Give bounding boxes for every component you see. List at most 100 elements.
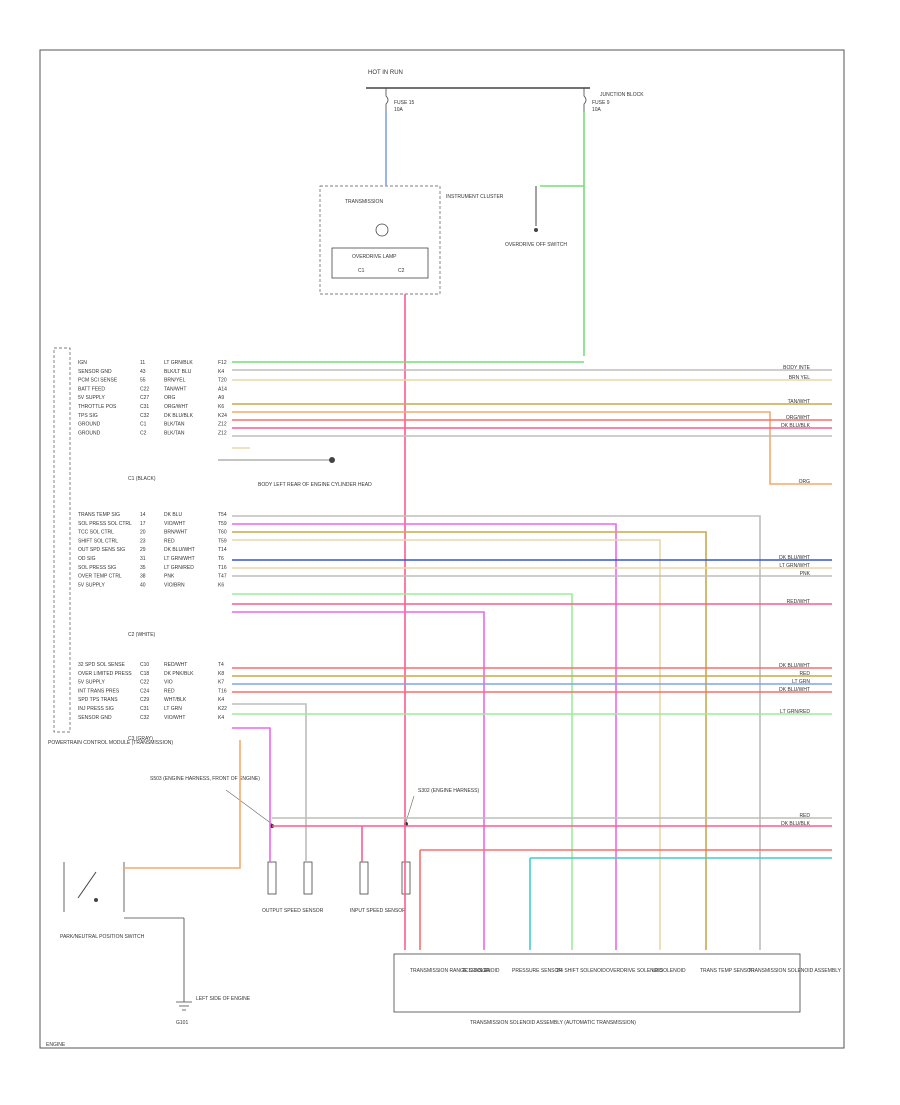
- pcm-c2-pin-circuit: T60: [218, 530, 227, 536]
- pcm-c3-pin-name: SPD TPS TRANS: [78, 697, 118, 703]
- right-label: DK BLU/WHT: [779, 555, 810, 561]
- pcm-c2-pin-pin: 40: [140, 582, 146, 588]
- trans-component-label: TRANSMISSION SOLENOID ASSEMBLY: [748, 968, 842, 974]
- harness-c2-wire: [232, 611, 485, 950]
- connector-c1: C1 (BLACK): [128, 476, 156, 482]
- pcm-c3-pin-circuit: K22: [218, 706, 227, 712]
- pcm-c1-pin-wire-color: BRN/YEL: [164, 378, 186, 384]
- pcm-pin-groups: C1 (BLACK) C2 (WHITE) C3 (GRAY) BODY LEF…: [128, 457, 372, 742]
- pcm-c3-pin-circuit: K8: [218, 671, 224, 677]
- right-label: DK BLU/BLK: [781, 821, 811, 827]
- connector-c2: C2 (WHITE): [128, 632, 156, 638]
- pcm-c3-pin-circuit: K7: [218, 680, 224, 686]
- footer-code: ENGINE: [46, 1042, 66, 1048]
- pcm-c2-pin-wire-color: LT GRN/RED: [164, 565, 194, 571]
- pcm-c2-pin-wire-color: DK BLU/WHT: [164, 547, 195, 553]
- pcm-c1-pin-wire-color: DK BLU/BLK: [164, 413, 194, 419]
- pcm-c1-pin-pin: C31: [140, 404, 149, 410]
- right-label: DK BLU/WHT: [779, 663, 810, 669]
- pcm-c3-pin-wire-color: RED: [164, 688, 175, 694]
- harness-c3-wire: [232, 703, 307, 862]
- pcm-c2-pin-circuit: T59: [218, 521, 227, 527]
- input-speed-sensor: INPUT SPEED SENSOR: [350, 861, 411, 914]
- pcm-c2-pin-wire-color: RED: [164, 538, 175, 544]
- pcm-c3-pin-wire-color: RED/WHT: [164, 662, 187, 668]
- pcm-c2-pin-circuit: T14: [218, 547, 227, 553]
- output-speed-sensor-label: OUTPUT SPEED SENSOR: [262, 908, 324, 914]
- trans-component-label: PRESSURE SENSOR: [512, 968, 562, 974]
- pcm-c3-pin-circuit: K4: [218, 715, 224, 721]
- input-speed-sensor-label: INPUT SPEED SENSOR: [350, 908, 406, 914]
- connector-c3: C3 (GRAY): [128, 736, 153, 742]
- transmission-assembly: TRANSMISSION SOLENOID ASSEMBLY (AUTOMATI…: [393, 953, 801, 1026]
- harness-c2-wire: [232, 539, 661, 950]
- pcm-outline: [53, 347, 71, 733]
- fuse-15-name: FUSE 15: [394, 100, 415, 106]
- pcm-c1-pin-pin: C32: [140, 413, 149, 419]
- od-switch-label: OVERDRIVE OFF SWITCH: [505, 242, 567, 248]
- pcm-c2-pin-circuit: T59: [218, 538, 227, 544]
- wiring-layer: [124, 112, 832, 950]
- trans-component-label: LR SOLENOID: [652, 968, 686, 974]
- pcm-c1-pin-wire-color: ORG: [164, 395, 176, 401]
- instrument-cluster: INSTRUMENT CLUSTER TRANSMISSION OVERDRIV…: [319, 185, 504, 295]
- wire-pns-feed: [124, 740, 241, 869]
- pcm-c3-pin-wire-color: DK PNK/BLK: [164, 671, 194, 677]
- cluster-pin-1: C1: [358, 268, 365, 274]
- pcm-c3-pin-circuit: T16: [218, 688, 227, 694]
- pcm-c1-pin-circuit: K6: [218, 404, 224, 410]
- pcm-c2-pin-name: OD SIG: [78, 556, 96, 562]
- pcm-c2-pin-pin: 20: [140, 530, 146, 536]
- fuse-15: FUSE 15 10A: [385, 88, 415, 113]
- input-speed-sensor-body: [359, 861, 369, 895]
- pcm-c1-pin-circuit: A9: [218, 395, 224, 401]
- diagram-frame: [39, 49, 845, 1049]
- right-label: DK BLU/BLK: [781, 423, 811, 429]
- ground-icon: [176, 1001, 192, 1011]
- pcm-c2-pin-name: SOL PRESS SIG: [78, 565, 116, 571]
- pcm-c3-pin-pin: C32: [140, 715, 149, 721]
- input-speed-sensor-body-2: [401, 861, 411, 895]
- pcm-ground-point: [329, 457, 335, 463]
- wire-fuse9-odswitch: [540, 112, 585, 187]
- pcm-c3-pin-name: OVER LIMITED PRESS: [78, 671, 132, 677]
- pcm-c1-pin-name: THROTTLE POS: [78, 404, 117, 410]
- right-label: PNK: [800, 571, 811, 577]
- pcm-c2-pin-wire-color: LT GRN/WHT: [164, 556, 195, 562]
- pcm-c3-pin-pin: C18: [140, 671, 149, 677]
- pcm-c2-pin-name: 5V SUPPLY: [78, 582, 106, 588]
- harness-c1-wire: [232, 411, 832, 485]
- pcm-c2-pin-pin: 35: [140, 565, 146, 571]
- ground-g101: LEFT SIDE OF ENGINE G101: [124, 917, 251, 1026]
- pcm-c3-pin-name: 5V SUPPLY: [78, 680, 106, 686]
- pcm-c1-pin-circuit: K24: [218, 413, 227, 419]
- pcm-c1-pin-name: TPS SIG: [78, 413, 98, 419]
- pcm-c2-pin-wire-color: BRN/WHT: [164, 530, 187, 536]
- pcm-c1-pin-pin: 11: [140, 360, 145, 366]
- pcm-c2-pin-name: OVER TEMP CTRL: [78, 574, 122, 580]
- od-switch-pivot-icon: [534, 228, 538, 232]
- pcm-c3-pin-wire-color: WHT/BLK: [164, 697, 187, 703]
- trans-component-label: 2/4 SHIFT SOLENOID: [556, 968, 606, 974]
- harness-c2-wire: [232, 515, 761, 950]
- pcm-c1-pin-wire-color: BLK/LT BLU: [164, 369, 192, 375]
- trans-component-label: TRANS TEMP SENSOR: [700, 968, 755, 974]
- pcm-c2-pin-pin: 23: [140, 538, 146, 544]
- fuse-9: FUSE 9 10A: [583, 88, 610, 113]
- harness-c2-wire: [232, 593, 573, 950]
- fuse-block-label: HOT IN RUN: [368, 70, 403, 76]
